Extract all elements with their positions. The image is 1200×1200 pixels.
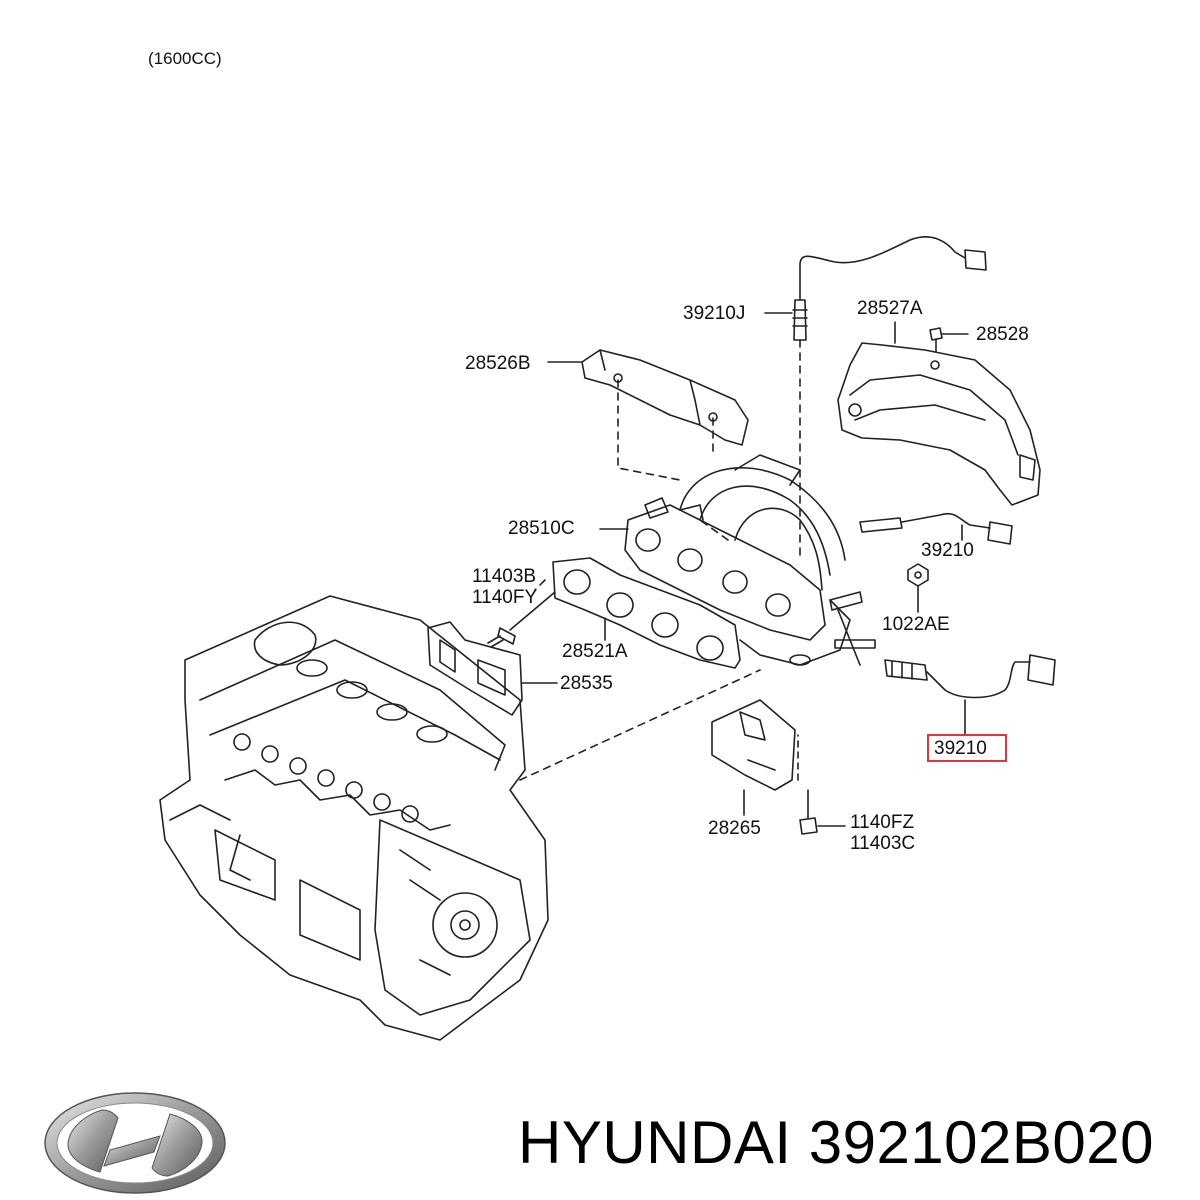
heat-protector-28526b [547, 349, 749, 446]
heat-protector-28527a [837, 321, 1041, 506]
stud-bolt-1140fy [487, 591, 556, 648]
heat-shield-28535 [427, 621, 558, 716]
part-title: HYUNDAI 392102B020 [518, 1109, 1155, 1176]
oxygen-sensor-39210j [764, 236, 987, 341]
hyundai-logo-icon [44, 1092, 226, 1194]
callout-28527a: 28527A [857, 298, 923, 319]
callout-28535: 28535 [560, 673, 613, 694]
callout-28528: 28528 [976, 324, 1029, 345]
bolt-1140fz [797, 734, 846, 835]
nut-1022ae [907, 563, 929, 613]
callout-39210j: 39210J [683, 303, 746, 324]
callout-39210-upper: 39210 [921, 540, 974, 561]
callout-11403b: 11403B [472, 566, 537, 587]
engine-block [159, 595, 549, 1041]
callout-1140fz: 1140FZ [850, 812, 915, 833]
callout-28521a: 28521A [562, 641, 628, 662]
highlighted-part-box: 39210 [927, 734, 1007, 762]
exhaust-manifold-28510c [599, 454, 851, 666]
oxygen-sensor-39210-upper [859, 512, 1013, 545]
callout-39210-highlight: 39210 [934, 738, 987, 759]
engine-displacement-label: (1600CC) [148, 49, 222, 68]
catalyst-studs [829, 591, 876, 666]
callout-28526b: 28526B [465, 353, 531, 374]
manifold-gasket-28521a [552, 557, 741, 669]
callout-28510c: 28510C [508, 518, 575, 539]
oxygen-sensor-39210-lower [884, 654, 1056, 735]
assembly-guide-lines [519, 339, 801, 781]
callout-28265: 28265 [708, 818, 761, 839]
callout-1022ae: 1022AE [882, 614, 950, 635]
callout-11403c: 11403C [850, 833, 916, 854]
bolt-28528 [929, 327, 969, 353]
callout-1140fy: 1140FY [472, 587, 538, 608]
bracket-28265 [711, 699, 796, 816]
